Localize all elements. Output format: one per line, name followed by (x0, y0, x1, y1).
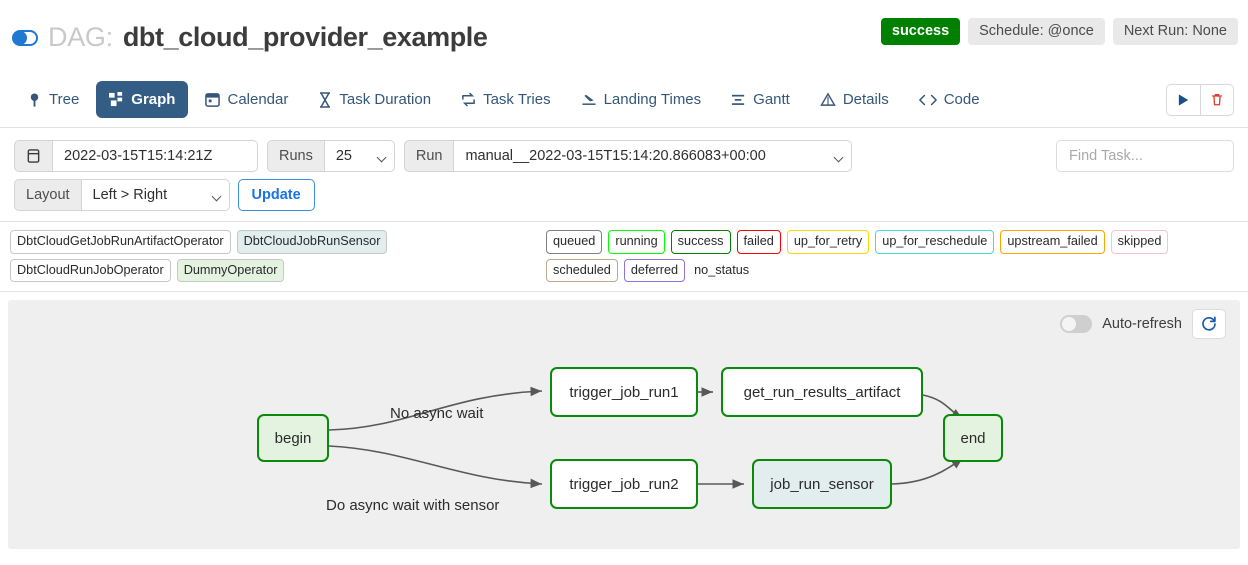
filter-row-primary: 2022-03-15T15:14:21Z Runs 25 Run manual_… (14, 140, 1234, 172)
runs-select[interactable]: 25 (324, 140, 395, 172)
tab-task-duration[interactable]: Task Duration (305, 81, 444, 118)
tree-icon (27, 92, 42, 108)
update-button[interactable]: Update (237, 179, 315, 211)
header-badges: success Schedule: @once Next Run: None (880, 18, 1238, 45)
task-node-job-run-sensor[interactable]: job_run_sensor (752, 459, 892, 510)
state-legend-up-for-retry: up_for_retry (786, 230, 870, 254)
edge-sensor-to-end (891, 457, 964, 486)
task-node-trigger-job-run2[interactable]: trigger_job_run2 (550, 459, 698, 510)
operator-legend-item: DbtCloudGetJobRunArtifactOperator (10, 230, 231, 254)
dag-action-buttons (1166, 83, 1234, 116)
operator-legend-item: DummyOperator (176, 258, 285, 283)
tab-label: Task Tries (483, 91, 551, 108)
state-legend-upstream-failed: upstream_failed (1000, 230, 1105, 254)
task-node-get-run-results-artifact[interactable]: get_run_results_artifact (721, 367, 923, 418)
refresh-button[interactable] (1192, 309, 1226, 340)
edge-begin-to-trigger-job-run2 (328, 445, 543, 489)
runs-group: Runs 25 (267, 140, 395, 172)
retry-icon (461, 92, 476, 107)
tab-gantt[interactable]: Gantt (718, 81, 803, 118)
state-legend-no-status: no_status (694, 262, 750, 277)
code-icon (918, 93, 937, 107)
trigger-dag-play-button[interactable] (1166, 83, 1200, 116)
state-legend-running: running (608, 230, 665, 254)
page-header: DAG: dbt_cloud_provider_example success … (0, 0, 1248, 72)
runs-label: Runs (267, 140, 325, 172)
run-group: Run manual__2022-03-15T15:14:20.866083+0… (403, 140, 853, 172)
gantt-icon (731, 92, 746, 107)
run-label: Run (403, 140, 455, 172)
auto-refresh-label: Auto-refresh (1102, 316, 1182, 333)
tab-calendar[interactable]: Calendar (192, 81, 301, 118)
state-legend-skipped: skipped (1110, 230, 1169, 254)
tab-label: Task Duration (339, 91, 432, 108)
dag-nav-tabs: Tree Graph Calendar Task Duration Task T… (0, 72, 1248, 128)
operator-legend-item: DbtCloudRunJobOperator (10, 258, 171, 283)
state-legend-queued: queued (546, 230, 603, 254)
next-run-badge: Next Run: None (1112, 18, 1238, 45)
status-badge: success (880, 18, 961, 45)
tab-tree[interactable]: Tree (14, 81, 92, 118)
canvas-tools: Auto-refresh (1060, 309, 1226, 340)
graph-edges (328, 387, 964, 490)
dag-label: DAG: (48, 22, 113, 52)
operator-legend-item: DbtCloudJobRunSensor (236, 230, 388, 254)
layout-select[interactable]: Left > Right (81, 179, 230, 211)
delete-dag-trash-button[interactable] (1200, 83, 1234, 116)
edge-begin-to-trigger-job-run1 (328, 387, 543, 432)
tab-task-tries[interactable]: Task Tries (448, 81, 564, 118)
tab-label: Details (842, 91, 889, 108)
tab-label: Calendar (227, 91, 289, 108)
auto-refresh-toggle[interactable] (1060, 315, 1093, 334)
layout-label: Layout (14, 179, 82, 211)
calendar-icon[interactable] (14, 140, 53, 172)
tab-label: Landing Times (603, 91, 702, 108)
state-legend: queued running success failed up_for_ret… (546, 230, 1242, 283)
tab-code[interactable]: Code (906, 81, 993, 118)
hourglass-icon (318, 91, 332, 108)
find-task-input[interactable]: Find Task... (1056, 140, 1234, 172)
state-legend-success: success (670, 230, 731, 254)
tab-details[interactable]: Details (807, 81, 902, 118)
run-select[interactable]: manual__2022-03-15T15:14:20.866083+00:00 (454, 140, 853, 172)
edge-label-do-async-wait-with-sensor: Do async wait with sensor (326, 497, 500, 515)
tab-landing-times[interactable]: Landing Times (568, 81, 715, 118)
tab-label: Gantt (753, 91, 790, 108)
details-icon (820, 92, 836, 107)
legend-bar: DbtCloudGetJobRunArtifactOperator DbtClo… (0, 222, 1248, 293)
dag-graph-canvas[interactable]: Auto-refresh begin trigger_job_run1 get_… (8, 300, 1240, 550)
dag-title-row: DAG: dbt_cloud_provider_example (12, 0, 1236, 53)
landing-icon (581, 92, 597, 107)
tab-label: Tree (49, 91, 80, 108)
execution-date-input[interactable]: 2022-03-15T15:14:21Z (53, 140, 258, 172)
schedule-badge: Schedule: @once (968, 18, 1105, 45)
filter-bar: 2022-03-15T15:14:21Z Runs 25 Run manual_… (0, 128, 1248, 222)
execution-date-group: 2022-03-15T15:14:21Z (14, 140, 258, 172)
layout-group: Layout Left > Right (14, 179, 230, 211)
state-legend-deferred: deferred (623, 258, 686, 283)
edge-label-no-async-wait: No async wait (390, 405, 484, 423)
task-node-end[interactable]: end (943, 414, 1003, 463)
state-legend-up-for-reschedule: up_for_reschedule (875, 230, 995, 254)
task-node-begin[interactable]: begin (257, 414, 329, 463)
graph-icon (109, 92, 124, 107)
tab-label: Code (943, 91, 980, 108)
dag-paused-toggle[interactable] (12, 29, 38, 46)
tab-label: Graph (131, 91, 176, 108)
filter-row-layout: Layout Left > Right Update (14, 179, 1234, 211)
tab-graph[interactable]: Graph (96, 81, 189, 118)
calendar-icon (205, 92, 221, 107)
state-legend-failed: failed (736, 230, 781, 254)
page-title: dbt_cloud_provider_example (122, 22, 488, 52)
task-node-trigger-job-run1[interactable]: trigger_job_run1 (550, 367, 698, 418)
state-legend-scheduled: scheduled (546, 258, 618, 283)
operator-legend: DbtCloudGetJobRunArtifactOperator DbtClo… (6, 230, 546, 283)
